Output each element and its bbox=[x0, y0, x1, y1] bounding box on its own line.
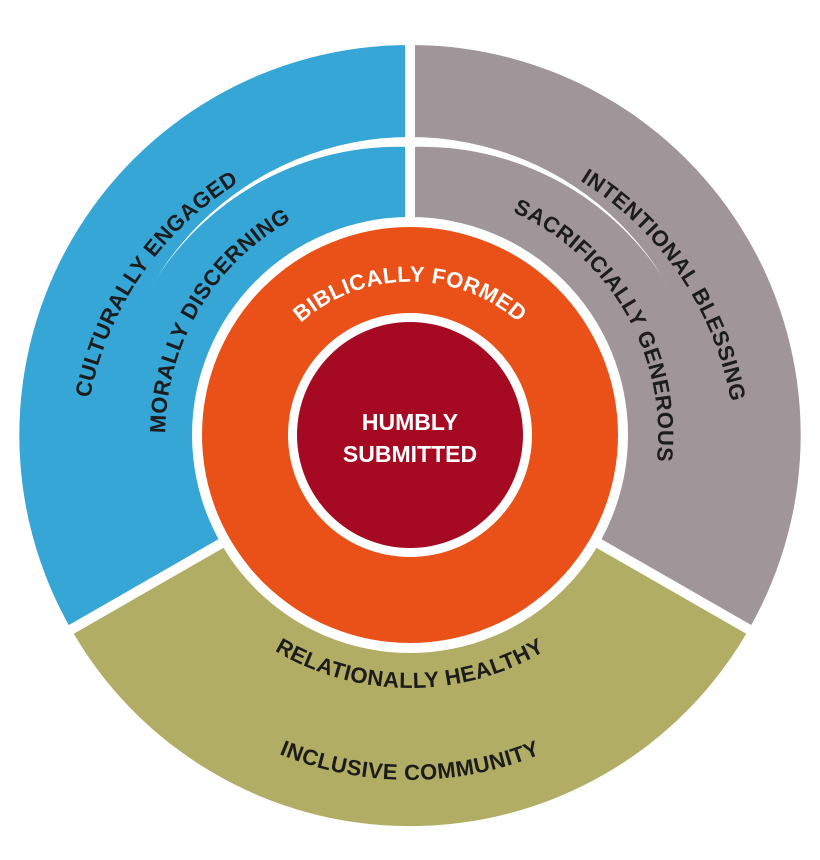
core-label-line1: HUMBLY bbox=[362, 409, 458, 435]
core-circle bbox=[297, 322, 523, 548]
core-label-line2: SUBMITTED bbox=[343, 441, 477, 467]
